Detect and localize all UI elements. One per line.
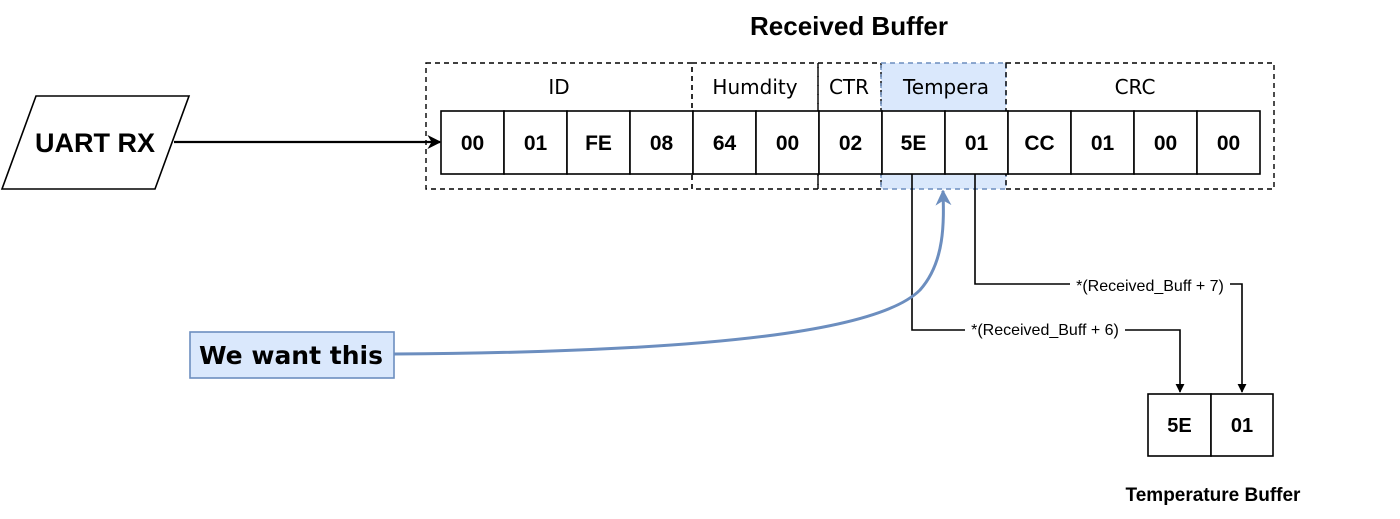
callout-arrow — [393, 189, 952, 356]
byte-value: 00 — [1154, 132, 1177, 155]
byte-value: 00 — [461, 132, 484, 155]
byte-cell-8: 01 — [944, 110, 1009, 175]
byte-value: FE — [585, 132, 612, 155]
pointer-label-offset-7: *(Received_Buff + 7) — [1076, 278, 1224, 295]
byte-cell-1: 01 — [503, 110, 568, 175]
byte-cell-9: CC — [1007, 110, 1072, 175]
byte-value: 00 — [1217, 132, 1240, 155]
byte-cell-box — [1196, 110, 1261, 175]
received-buffer: 00 01 FE 08 64 00 02 5E 01 CC 01 00 00 — [440, 110, 1261, 175]
byte-cell-6: 02 — [818, 110, 883, 175]
uart-rx-shape — [0, 95, 191, 190]
byte-cell-box — [944, 110, 1009, 175]
byte-cell-3: 08 — [629, 110, 694, 175]
byte-value: 01 — [524, 132, 548, 155]
byte-value: 02 — [839, 132, 862, 155]
byte-value: 5E — [901, 132, 927, 155]
byte-cell-4: 64 — [692, 110, 757, 175]
byte-cell-box — [1070, 110, 1135, 175]
byte-cell-11: 00 — [1133, 110, 1198, 175]
byte-value: 08 — [650, 132, 674, 155]
field-label-ctr: CTR — [829, 75, 869, 99]
pointer-label-bg-7 — [1070, 276, 1230, 294]
byte-value: 00 — [776, 132, 799, 155]
byte-cell-10: 01 — [1070, 110, 1135, 175]
byte-cell-box — [755, 110, 820, 175]
byte-cell-box — [503, 110, 568, 175]
pointer-label-bg-6 — [965, 320, 1125, 338]
callout-box — [189, 331, 395, 379]
byte-cell-7: 5E — [881, 110, 946, 175]
field-label-humidity: Humdity — [712, 75, 797, 99]
temperature-buffer-caption: Temperature Buffer — [1126, 485, 1302, 506]
temperature-buffer: 5E 01 Temperature Buffer — [1126, 393, 1302, 506]
field-labels: ID Humdity CTR Tempera CRC — [548, 75, 1155, 99]
diagram-title: Received Buffer — [750, 11, 948, 41]
byte-value: 64 — [713, 132, 737, 155]
field-label-temperature: Tempera — [902, 75, 989, 99]
pointer-label-offset-6: *(Received_Buff + 6) — [971, 322, 1119, 339]
uart-rx-source: UART RX — [0, 95, 191, 190]
uart-rx-label: UART RX — [35, 128, 155, 158]
byte-cell-box — [629, 110, 694, 175]
byte-cell-2: FE — [566, 110, 631, 175]
temperature-byte-box-1 — [1210, 393, 1274, 457]
byte-cell-12: 00 — [1196, 110, 1261, 175]
callout: We want this — [189, 331, 395, 379]
field-label-crc: CRC — [1115, 75, 1156, 99]
byte-value: CC — [1024, 132, 1054, 155]
temperature-byte-1: 01 — [1231, 415, 1253, 437]
temperature-byte-0: 5E — [1167, 415, 1191, 437]
byte-cell-5: 00 — [755, 110, 820, 175]
byte-value: 01 — [965, 132, 989, 155]
field-label-id: ID — [548, 75, 569, 99]
byte-value: 01 — [1091, 132, 1115, 155]
temperature-byte-box-0 — [1147, 393, 1212, 457]
byte-cell-0: 00 — [440, 110, 505, 175]
callout-text: We want this — [199, 341, 383, 370]
byte-cell-box — [692, 110, 757, 175]
byte-cell-box — [566, 110, 631, 175]
